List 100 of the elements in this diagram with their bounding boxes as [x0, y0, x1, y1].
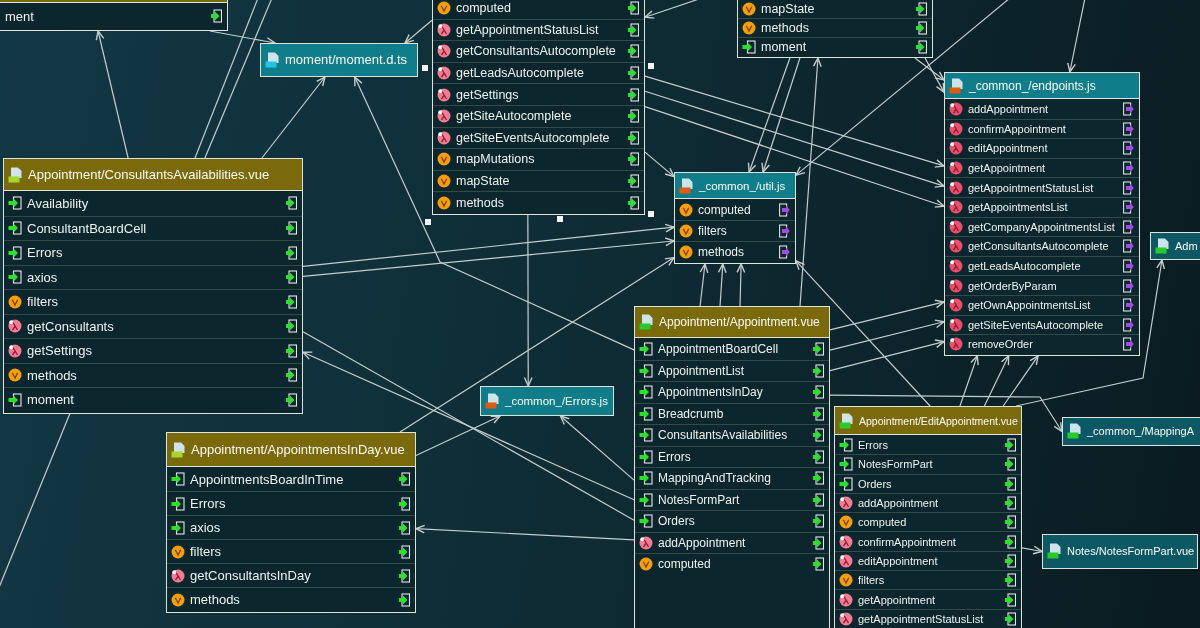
- member-name: getLeadsAutocomplete: [456, 66, 584, 81]
- member-name: computed: [698, 202, 751, 217]
- member-name: methods: [27, 367, 77, 383]
- member-name: ConsultantsAvailabilities: [658, 428, 788, 443]
- member-name: getAppointmentsList: [968, 201, 1068, 214]
- dependency-arrow: [795, 0, 1011, 176]
- module-box: [944, 72, 1140, 356]
- dependency-arrow: [1067, 0, 1086, 73]
- member-name: filters: [27, 294, 59, 310]
- member-name: getConsultantsAutocomplete: [968, 240, 1109, 253]
- module-box: [432, 0, 645, 215]
- module-title: Appointment/AppointmentsInDay.vue: [191, 442, 405, 457]
- dependency-arrow: [261, 76, 326, 159]
- dependency-arrow: [829, 319, 945, 351]
- member-name: editAppointment: [858, 554, 938, 567]
- dependency-arrow: [302, 351, 635, 501]
- dependency-arrow: [717, 263, 727, 307]
- module-title: Appointment/EditAppointment.vue: [859, 414, 1018, 427]
- connector-line: [204, 0, 273, 159]
- dependency-arrow: [959, 355, 979, 407]
- member-name: getAppointment: [968, 162, 1046, 175]
- member-name: getAppointmentStatusList: [858, 612, 984, 625]
- dependency-arrow: [829, 339, 945, 372]
- member-name: axios: [190, 520, 221, 535]
- member-name: methods: [698, 245, 745, 259]
- member-name: getConsultantsInDay: [190, 568, 311, 583]
- connector-line: [194, 0, 259, 159]
- member-name: getSettings: [27, 343, 93, 359]
- member-name: editAppointment: [968, 142, 1048, 155]
- member-name: axios: [27, 269, 58, 285]
- member-name: NotesFormPart: [658, 492, 740, 507]
- module-box: [1062, 417, 1200, 446]
- member-name: getAppointment: [858, 593, 936, 606]
- dependency-arrow: [302, 237, 675, 277]
- dependency-arrow: [404, 19, 433, 44]
- member-name: Availability: [27, 195, 89, 211]
- member-name: getConsultants: [27, 318, 114, 334]
- dependency-arrow: [644, 75, 945, 168]
- dependency-arrow: [415, 524, 635, 541]
- member-name: AppointmentsBoardInTime: [190, 471, 344, 487]
- member-name: addAppointment: [968, 102, 1049, 115]
- member-name: mapState: [761, 1, 815, 16]
- member-name: MappingAndTracking: [658, 471, 771, 486]
- module-box: [737, 0, 933, 58]
- member-name: computed: [456, 0, 511, 15]
- module-box: [0, 0, 228, 31]
- member-name: getConsultantsAutocomplete: [456, 44, 616, 59]
- module-box: [1150, 232, 1200, 260]
- member-name: confirmAppointment: [858, 535, 956, 548]
- module-box: [674, 172, 796, 264]
- member-name: filters: [190, 544, 222, 559]
- member-name: AppointmentList: [658, 363, 745, 378]
- member-name: AppointmentBoardCell: [658, 341, 779, 356]
- member-name: mapState: [456, 174, 510, 189]
- member-name: computed: [658, 557, 711, 572]
- member-name: removeOrder: [968, 338, 1033, 351]
- module-title: Adm: [1175, 239, 1198, 252]
- module-box: [1042, 534, 1198, 569]
- module-title: moment/moment.d.ts: [285, 52, 408, 67]
- dependency-arrow: [302, 223, 675, 267]
- member-name: Orders: [858, 477, 892, 490]
- connector-line: [302, 331, 635, 521]
- member-name: filters: [858, 574, 885, 587]
- dependency-arrow: [983, 355, 1010, 407]
- module-title: _common_/Errors.js: [505, 394, 608, 407]
- member-name: methods: [456, 195, 504, 210]
- member-name: getSiteEventsAutocomplete: [968, 318, 1104, 331]
- dependency-arrow: [914, 57, 945, 81]
- member-name: getCompanyAppointmentsList: [968, 220, 1115, 233]
- member-name: Errors: [858, 438, 888, 451]
- dependency-arrow: [1002, 355, 1039, 407]
- member-name: confirmAppointment: [968, 122, 1066, 135]
- module-title: _common_/MappingA: [1087, 425, 1194, 437]
- module-title: Appointment/ConsultantsAvailabilities.vue: [28, 167, 270, 182]
- dependency-arrow: [1021, 545, 1043, 555]
- dependency-arrow: [559, 415, 635, 481]
- dependency-arrow: [354, 76, 635, 351]
- dependency-arrow: [761, 57, 801, 173]
- member-name: Orders: [658, 514, 695, 529]
- member-name: getSiteEventsAutocomplete: [456, 130, 610, 145]
- dependency-arrow: [747, 57, 791, 173]
- dependency-arrow: [95, 30, 129, 159]
- member-name: filters: [698, 224, 727, 238]
- member-name: getOrderByParam: [968, 279, 1057, 292]
- member-name: methods: [190, 592, 240, 607]
- module-title: _common_/endpoints.js: [969, 78, 1096, 93]
- dependency-arrow: [415, 415, 501, 457]
- member-name: AppointmentsInDay: [658, 385, 763, 400]
- member-name: Errors: [190, 496, 226, 511]
- member-name: getSettings: [456, 87, 519, 102]
- member-name: Errors: [658, 449, 691, 464]
- module-box: [834, 406, 1022, 628]
- module-box: [3, 158, 303, 414]
- dependency-arrow: [399, 256, 675, 433]
- module-box: [634, 306, 830, 628]
- member-name: mapMutations: [456, 152, 535, 167]
- dependency-arrow: [736, 263, 746, 307]
- dependency-arrow: [523, 214, 533, 387]
- module-box: [260, 43, 418, 77]
- member-name: computed: [858, 516, 907, 529]
